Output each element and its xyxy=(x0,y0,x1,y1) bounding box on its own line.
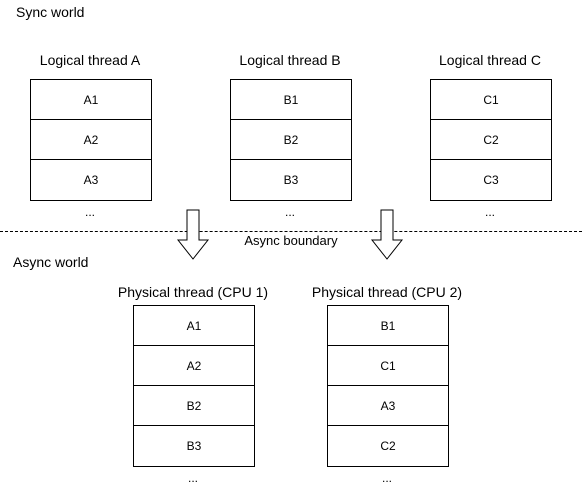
logical-thread-a-cell-3: A3 xyxy=(83,173,99,187)
logical-thread-c-stack: C1 C2 C3 xyxy=(430,79,552,201)
physical-thread-cpu2-title: Physical thread (CPU 2) xyxy=(311,284,463,300)
physical-thread-cpu1-cell-3: B2 xyxy=(134,386,254,426)
physical-thread-cpu1-cell-2: A2 xyxy=(134,346,254,386)
physical-thread-cpu1-cell-4: B3 xyxy=(186,439,202,453)
physical-thread-cpu1-stack: A1 A2 B2 B3 xyxy=(133,305,255,467)
logical-thread-a-cell-2: A2 xyxy=(31,120,151,160)
down-arrow-icon xyxy=(370,209,404,260)
physical-thread-cpu2-cell-4: C2 xyxy=(380,439,396,453)
logical-thread-a-stack: A1 A2 A3 xyxy=(30,79,152,201)
async-world-label: Async world xyxy=(13,254,89,270)
logical-thread-b-title: Logical thread B xyxy=(239,52,341,68)
logical-thread-c-cell-1: C1 xyxy=(431,80,551,120)
logical-thread-c-title: Logical thread C xyxy=(439,52,541,68)
logical-thread-c-more: ... xyxy=(484,205,495,219)
physical-thread-cpu1-title: Physical thread (CPU 1) xyxy=(117,284,269,300)
async-boundary-label: Async boundary xyxy=(244,233,338,248)
async-boundary-line xyxy=(0,231,582,232)
physical-thread-cpu1-cell-1: A1 xyxy=(134,306,254,346)
logical-thread-a-title: Logical thread A xyxy=(39,52,141,68)
sync-world-label: Sync world xyxy=(16,4,85,20)
logical-thread-b-more: ... xyxy=(284,205,295,219)
logical-thread-b-cell-2: B2 xyxy=(231,120,351,160)
logical-thread-a-cell-1: A1 xyxy=(31,80,151,120)
down-arrow-icon xyxy=(176,209,210,260)
physical-thread-cpu2-cell-1: B1 xyxy=(328,306,448,346)
logical-thread-c-cell-3: C3 xyxy=(483,173,499,187)
logical-thread-a-more: ... xyxy=(84,205,95,219)
logical-thread-c-cell-2: C2 xyxy=(431,120,551,160)
physical-thread-cpu2-cell-3: A3 xyxy=(328,386,448,426)
logical-thread-b-cell-1: B1 xyxy=(231,80,351,120)
physical-thread-cpu2-more: ... xyxy=(381,471,392,485)
physical-thread-cpu1-more: ... xyxy=(187,471,198,485)
physical-thread-cpu2-stack: B1 C1 A3 C2 xyxy=(327,305,449,467)
logical-thread-b-cell-3: B3 xyxy=(283,173,299,187)
physical-thread-cpu2-cell-2: C1 xyxy=(328,346,448,386)
logical-thread-b-stack: B1 B2 B3 xyxy=(230,79,352,201)
